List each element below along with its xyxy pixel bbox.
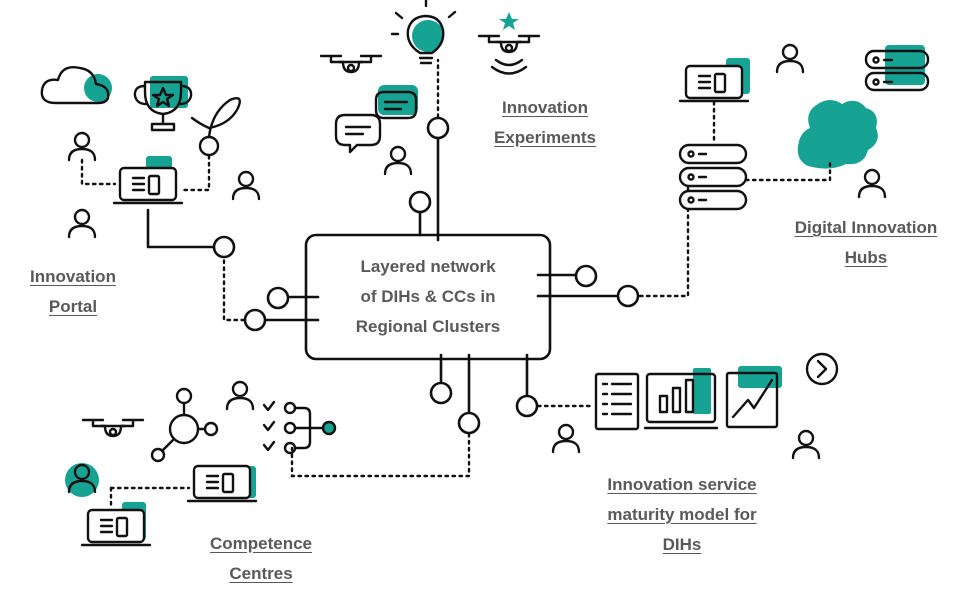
laptop-icon <box>80 502 152 547</box>
server-icon <box>678 143 748 211</box>
label-line: Innovation service <box>607 475 757 494</box>
connector-node <box>243 308 267 332</box>
server-icon <box>864 45 930 92</box>
bar-chart-icon <box>643 368 719 430</box>
label-line: maturity model for <box>607 505 757 524</box>
connector-node <box>212 235 236 259</box>
label-line: Competence <box>209 534 313 553</box>
central-box-line: Regional Clusters <box>355 317 501 336</box>
central-box-line: Layered network <box>360 257 496 276</box>
person-icon <box>791 429 821 460</box>
central-box-text: Layered network of DIHs & CCs in Regiona… <box>306 252 550 342</box>
label-line: Portal <box>48 297 98 316</box>
label-line: DIHs <box>662 535 702 554</box>
maturity-model-label[interactable]: Innovation service maturity model for DI… <box>578 470 786 560</box>
label-line: Digital Innovation <box>794 218 938 237</box>
innovation-portal-label[interactable]: Innovation Portal <box>8 262 138 322</box>
innovation-experiments-label[interactable]: Innovation Experiments <box>470 93 620 153</box>
label-line: Centres <box>229 564 293 583</box>
lightbulb-icon <box>390 0 457 65</box>
person-icon <box>775 43 805 74</box>
connector-node <box>616 284 640 308</box>
person-icon <box>857 168 887 199</box>
person-icon <box>551 423 581 454</box>
laptop-icon <box>678 58 750 103</box>
label-line: Hubs <box>844 248 888 267</box>
trophy-icon <box>133 76 193 132</box>
digital-innovation-hubs-label[interactable]: Digital Innovation Hubs <box>770 213 962 273</box>
plant-icon <box>179 97 241 192</box>
connector-node <box>515 394 539 418</box>
label-line: Innovation <box>502 98 588 117</box>
laptop-icon <box>186 464 258 503</box>
laptop-icon <box>112 156 184 205</box>
connector-node <box>408 190 432 214</box>
person-icon <box>383 145 413 176</box>
label-line: Experiments <box>493 128 597 147</box>
drone-icon <box>477 12 541 75</box>
label-line: Innovation <box>30 267 116 286</box>
drone-icon <box>81 418 145 438</box>
person-icon <box>65 463 99 497</box>
line-chart-icon <box>725 366 782 429</box>
network-node-icon <box>150 387 219 463</box>
central-box-line: of DIHs & CCs in <box>360 287 496 306</box>
checklist-icon <box>262 400 337 455</box>
connector-node <box>266 286 290 310</box>
person-icon <box>67 208 97 239</box>
connector-node <box>429 381 453 405</box>
connector-node <box>426 116 450 140</box>
connector-node <box>574 264 598 288</box>
drone-icon <box>319 54 383 74</box>
person-icon <box>225 380 255 411</box>
person-icon <box>231 170 261 201</box>
cloud-icon <box>40 66 112 105</box>
competence-centres-label[interactable]: Competence Centres <box>186 529 336 589</box>
list-doc-icon <box>594 372 640 431</box>
connector-node <box>457 411 481 435</box>
chat-icon <box>334 85 418 154</box>
next-arrow-icon[interactable] <box>805 352 839 386</box>
cloud-icon <box>797 100 878 169</box>
person-icon <box>67 131 97 162</box>
